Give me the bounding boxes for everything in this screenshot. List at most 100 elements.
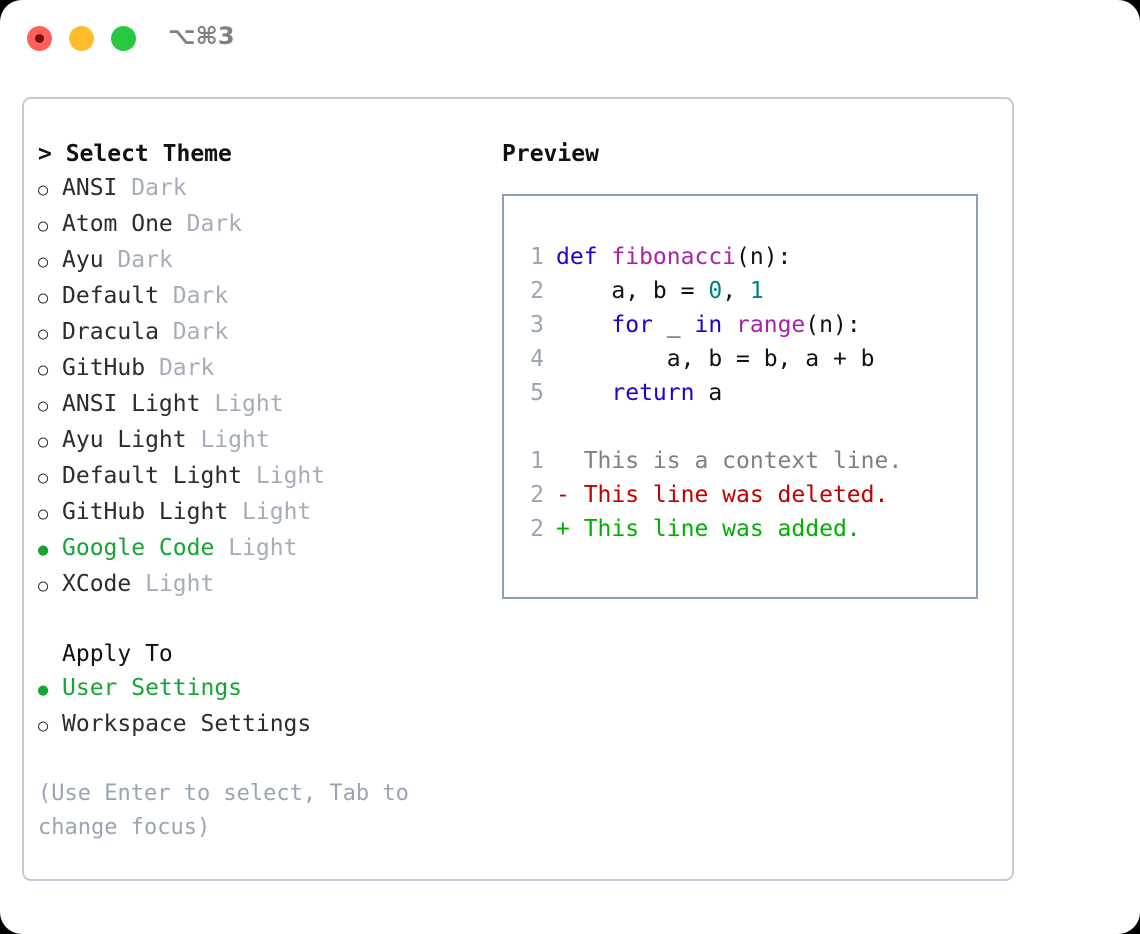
code-line-content: def fibonacci(n): [556, 240, 791, 274]
theme-option-github-light[interactable]: ○GitHub Light Light [38, 495, 488, 531]
code-token-fn: range [736, 312, 806, 338]
line-number: 1 [530, 244, 544, 270]
theme-picker-column: > Select Theme ○ANSI Dark○Atom One Dark○… [38, 137, 488, 845]
theme-option-default-light[interactable]: ○ Default Light Light [38, 459, 488, 495]
line-number: 2 [530, 482, 544, 508]
main-panel: > Select Theme ○ANSI Dark○Atom One Dark○… [22, 97, 1014, 881]
close-button-icon[interactable] [27, 26, 52, 51]
code-token-plain: a, b = [556, 278, 709, 304]
theme-option-ansi[interactable]: ○ANSI Dark [38, 171, 488, 207]
apply-to-option-label: Workspace Settings [62, 711, 312, 737]
code-token-plain: a [694, 380, 723, 406]
maximize-button-icon[interactable] [111, 26, 136, 51]
apply-to-option-user-settings[interactable]: ●User Settings [38, 671, 488, 707]
theme-option-list[interactable]: ○ANSI Dark○Atom One Dark○Ayu Dark○Defaul… [38, 171, 488, 603]
theme-option-google-code[interactable]: ● Google Code Light [38, 531, 488, 567]
theme-option-label: Default Light [62, 463, 243, 489]
code-token-plain: _ [652, 312, 695, 338]
theme-option-variant: Light [214, 391, 284, 417]
spacer [131, 567, 145, 601]
spacer [187, 423, 201, 457]
code-line: 2 - This line was deleted. [518, 478, 976, 512]
theme-option-label: Atom One [62, 211, 173, 237]
spacer [228, 495, 242, 529]
code-line: 2 a, b = 0, 1 [518, 274, 976, 308]
theme-option-label: XCode [62, 571, 132, 597]
code-token-add: + This line was added. [556, 516, 861, 542]
code-token-fn: fibonacci [611, 244, 737, 270]
minimize-button-icon[interactable] [69, 26, 94, 51]
code-token-plain [556, 380, 611, 406]
code-token-num: 1 [749, 278, 764, 304]
code-token-del: - This line was deleted. [556, 482, 889, 508]
spacer [159, 315, 173, 349]
theme-option-label: ANSI [62, 175, 118, 201]
code-line-content: This is a context line. [556, 444, 903, 478]
theme-option-ansi-light[interactable]: ○ANSI Light Light [38, 387, 488, 423]
spacer [242, 459, 256, 493]
theme-option-label: Default [62, 283, 159, 309]
spacer [173, 207, 187, 241]
apply-to-option-workspace-settings[interactable]: ○ Workspace Settings [38, 707, 488, 743]
spacer [159, 279, 173, 313]
line-number: 2 [530, 278, 544, 304]
spacer [117, 171, 131, 205]
code-line: 2+ This line was added. [518, 512, 976, 546]
theme-option-variant: Dark [158, 355, 215, 381]
theme-option-variant: Light [255, 463, 326, 489]
radio-unselected-icon: ○ [38, 432, 49, 452]
code-line-content: + This line was added. [556, 512, 861, 546]
theme-option-variant: Dark [186, 211, 243, 237]
theme-option-xcode[interactable]: ○XCode Light [38, 567, 488, 603]
code-token-plain: (n): [805, 312, 861, 338]
code-line: 5 return a [518, 376, 976, 410]
apply-to-option-list[interactable]: ●User Settings ○ Workspace Settings [38, 671, 488, 743]
code-token-plain [556, 312, 611, 338]
radio-unselected-icon: ○ [38, 504, 49, 524]
spacer [104, 243, 118, 277]
spacer [200, 387, 214, 421]
code-line: 3 for _ in range(n): [518, 308, 976, 342]
code-line-content: a, b = b, a + b [556, 342, 875, 376]
radio-selected-icon: ● [38, 540, 49, 560]
keyboard-hint-text: (Use Enter to select, Tab to change focu… [38, 781, 423, 840]
theme-option-variant: Light [145, 571, 215, 597]
theme-option-ayu-light[interactable]: ○Ayu Light Light [38, 423, 488, 459]
theme-option-variant: Light [228, 535, 298, 561]
theme-option-dracula[interactable]: ○Dracula Dark [38, 315, 488, 351]
radio-unselected-icon: ○ [38, 716, 49, 736]
theme-option-default[interactable]: ○ Default Dark [38, 279, 488, 315]
spacer [38, 603, 488, 637]
theme-option-github[interactable]: ○GitHub Dark [38, 351, 488, 387]
code-line-content: - This line was deleted. [556, 478, 888, 512]
theme-option-variant: Light [242, 499, 312, 525]
spacer [214, 531, 228, 565]
code-token-plain: a, b = b, a + b [556, 346, 875, 372]
theme-option-variant: Dark [172, 319, 229, 345]
theme-option-variant: Dark [172, 283, 229, 309]
apply-to-heading: Apply To [62, 641, 173, 667]
code-line: 1 This is a context line. [518, 444, 976, 478]
code-token-kw: in [694, 312, 723, 338]
theme-option-label: ANSI Light [62, 391, 201, 417]
code-line-blank [518, 410, 976, 444]
theme-option-label: Google Code [62, 535, 215, 561]
radio-unselected-icon: ○ [38, 180, 49, 200]
theme-option-atom-one[interactable]: ○Atom One Dark [38, 207, 488, 243]
line-number: 3 [530, 312, 544, 338]
theme-option-ayu[interactable]: ○Ayu Dark [38, 243, 488, 279]
radio-unselected-icon: ○ [38, 468, 49, 488]
code-token-kw: return [611, 380, 695, 406]
line-number: 4 [530, 346, 544, 372]
code-line: 4 a, b = b, a + b [518, 342, 976, 376]
traffic-lights [27, 26, 136, 51]
radio-unselected-icon: ○ [38, 288, 49, 308]
code-line-content: return a [556, 376, 722, 410]
radio-selected-icon: ● [38, 680, 49, 700]
theme-option-variant: Light [200, 427, 270, 453]
title-bar: ⌥⌘3 [0, 0, 1140, 78]
radio-unselected-icon: ○ [38, 252, 49, 272]
